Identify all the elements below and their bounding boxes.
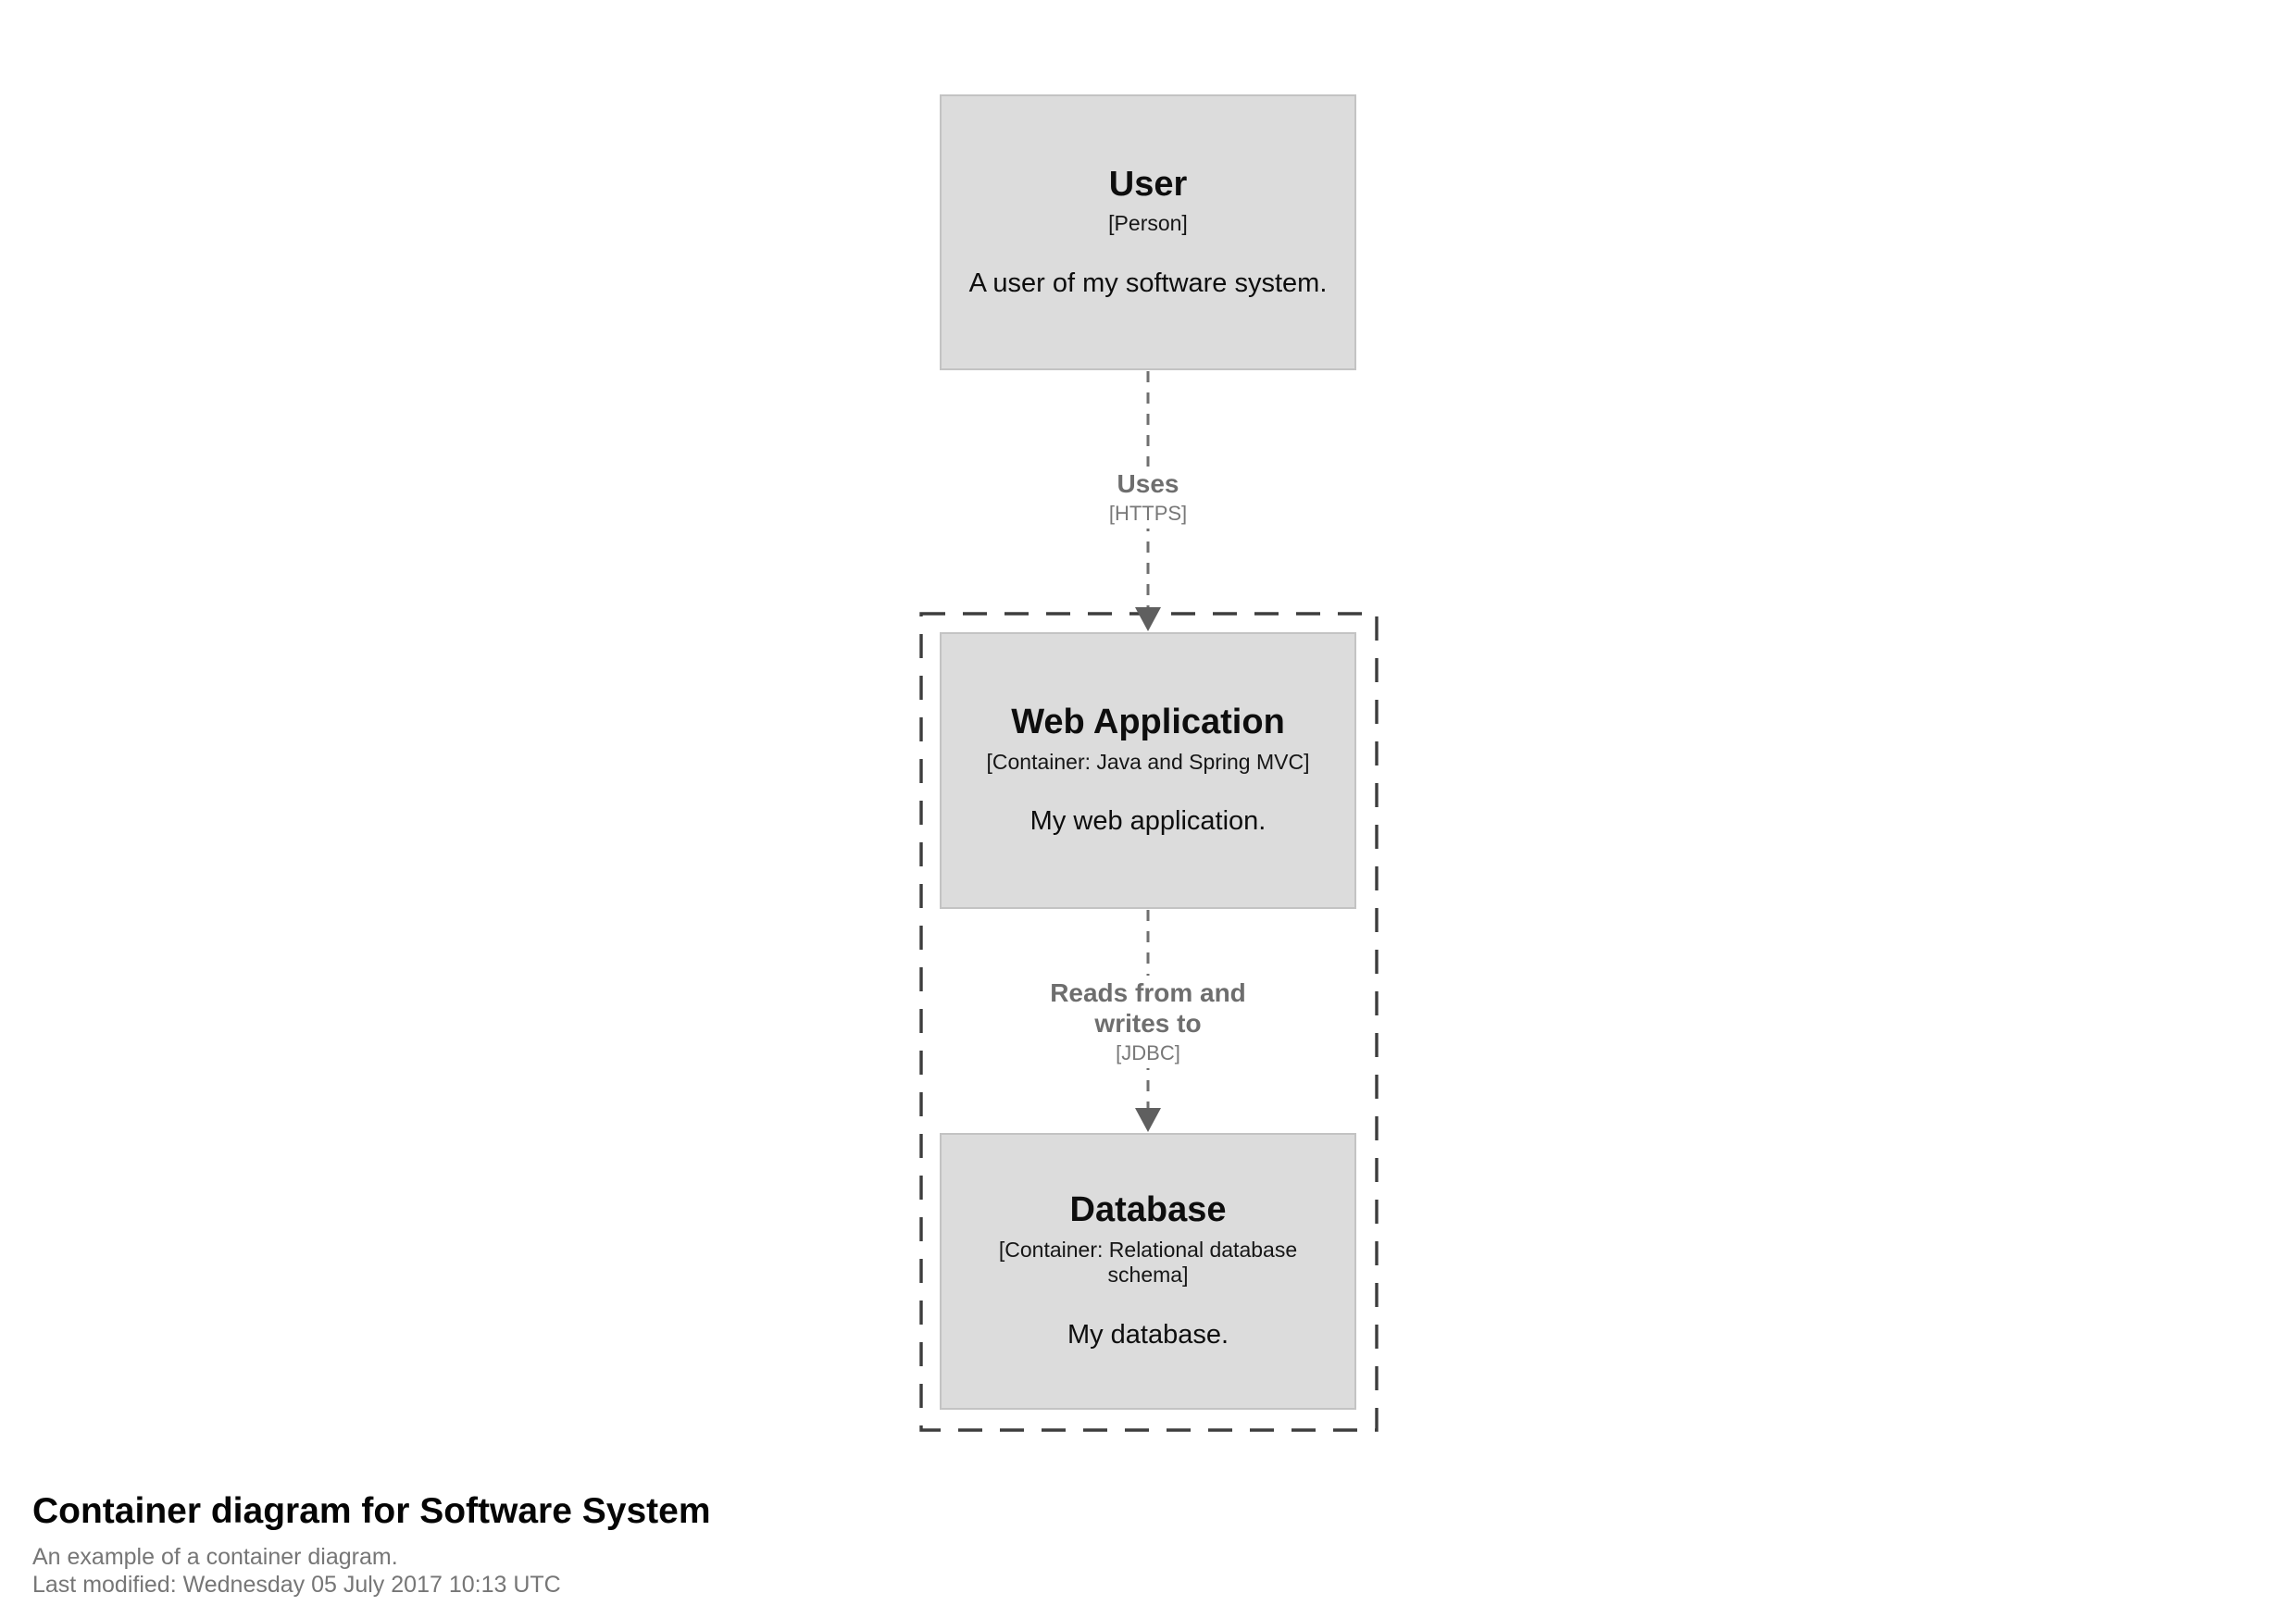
diagram-description: An example of a container diagram.: [32, 1543, 398, 1570]
diagram-title: Container diagram for Software System: [32, 1491, 711, 1531]
node-user[interactable]: User [Person] A user of my software syst…: [940, 94, 1356, 370]
node-description: A user of my software system.: [968, 268, 1328, 298]
node-title: Database: [1069, 1190, 1227, 1230]
node-title: User: [1108, 164, 1188, 204]
node-meta: [Container: Java and Spring MVC]: [986, 749, 1310, 774]
relationship-name: Uses: [1117, 469, 1179, 498]
arrowhead-down-icon: [1135, 607, 1161, 631]
node-description: My web application.: [1029, 806, 1267, 837]
relationship-label-reads-writes: Reads from and writes to [JDBC]: [1021, 976, 1275, 1068]
arrowhead-down-icon: [1135, 1108, 1161, 1132]
relationship-name: Reads from and writes to: [1050, 978, 1246, 1038]
diagram-footer: Container diagram for Software System An…: [32, 1490, 711, 1599]
node-web-application[interactable]: Web Application [Container: Java and Spr…: [940, 632, 1356, 909]
node-meta: [Person]: [1108, 211, 1188, 236]
relationship-label-uses: Uses [HTTPS]: [1097, 467, 1199, 529]
node-description: My database.: [1067, 1320, 1229, 1350]
relationship-technology: [JDBC]: [1116, 1041, 1180, 1064]
node-title: Web Application: [1011, 703, 1285, 742]
node-database[interactable]: Database [Container: Relational database…: [940, 1133, 1356, 1410]
node-meta: [Container: Relational database schema]: [998, 1237, 1298, 1288]
diagram-last-modified: Last modified: Wednesday 05 July 2017 10…: [32, 1571, 561, 1598]
relationship-technology: [HTTPS]: [1108, 502, 1188, 525]
